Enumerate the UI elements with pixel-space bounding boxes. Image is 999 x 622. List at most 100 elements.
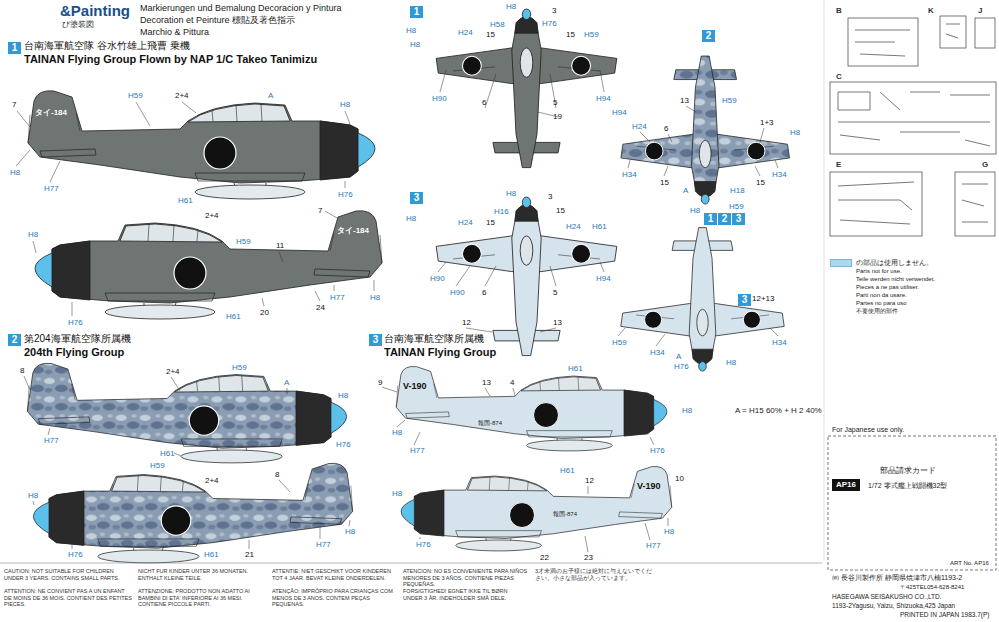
runner-letter: K (928, 6, 934, 15)
plan-view (621, 228, 784, 371)
paint-code: H76 (68, 318, 83, 327)
tail-code: V-190 (637, 481, 661, 491)
scheme-heading: TAINAN Flying Group Flown by NAP 1/C Tak… (24, 53, 317, 66)
part-number: 13 (553, 318, 562, 327)
scheme-number: 3 (735, 213, 742, 225)
part-number: 2+4 (205, 476, 219, 485)
scheme-heading: 第204海軍航空隊所属機 (24, 333, 131, 345)
paint-code: H90 (450, 288, 465, 297)
paint-code: H34 (772, 170, 787, 179)
caution-text: 3才未満のお子様には絶対に与えないでください。小さな部品が入っています。 (535, 568, 655, 581)
part-number: 12 (585, 476, 594, 485)
paint-code: H8 (406, 26, 416, 35)
plan-view (621, 56, 790, 204)
part-code-box: AP16 (832, 479, 860, 491)
paint-code: H58 (490, 20, 505, 29)
part-number: 2+4 (175, 91, 189, 100)
paint-code: H8 (340, 100, 350, 109)
side-view (33, 463, 352, 563)
paint-code: A (268, 91, 273, 100)
panel-divider (824, 0, 825, 560)
scheme-badge: 3 (738, 294, 751, 306)
paint-code: H8 (664, 527, 674, 536)
small-text: For Japanese use only. (832, 426, 904, 434)
part-number: 12 (462, 318, 471, 327)
tail-code: タイ-184 (35, 108, 67, 117)
small-text: PRINTED IN JAPAN 1983.7(P) (900, 611, 989, 618)
paint-code: A (284, 378, 289, 387)
side-view (28, 91, 375, 199)
scheme-badge: 3 (732, 213, 745, 225)
scheme-heading: 台南海軍航空隊 谷水竹雄上飛曹 乗機 (24, 40, 190, 52)
scheme-number: 1 (413, 6, 420, 18)
small-text: Parti non da usare. (856, 292, 907, 299)
paint-code: H24 (566, 222, 581, 231)
paint-code: H8 (338, 391, 348, 400)
scheme-heading: 204th Flying Group (24, 346, 124, 359)
small-text: ART No. AP16 (950, 560, 989, 567)
scheme-heading: TAINAN Flying Group (384, 346, 496, 359)
paint-code: H8 (392, 489, 402, 498)
paint-code: H34 (622, 170, 637, 179)
paint-code: H94 (596, 94, 611, 103)
paint-code: H61 (568, 364, 583, 373)
part-number: 15 (756, 178, 765, 187)
small-text: 報国-874 (478, 420, 502, 427)
plan-view (436, 197, 617, 356)
paint-code: H16 (494, 207, 509, 216)
paint-code: H18 (730, 186, 745, 195)
part-number: 15 (486, 218, 495, 227)
part-number: 11 (276, 241, 284, 250)
paint-code: A (683, 186, 688, 195)
runner-outlines (828, 16, 996, 570)
part-number: 8 (20, 366, 24, 375)
paint-code: H8 (790, 128, 800, 137)
small-text: 不要使用的部件 (856, 308, 898, 315)
paint-code: H61 (178, 196, 193, 205)
part-number: 21 (245, 550, 254, 559)
paint-code: H8 (28, 230, 38, 239)
part-number: 15 (486, 30, 495, 39)
part-number: 6 (664, 124, 668, 133)
part-number: 19 (553, 112, 562, 121)
part-number: 9 (378, 378, 382, 387)
caution-separator (0, 563, 822, 564)
side-view (27, 363, 346, 463)
part-number: 6 (482, 288, 486, 297)
paint-code: H94 (596, 274, 611, 283)
runner-letter: G (982, 160, 988, 169)
paint-code: H61 (560, 466, 575, 475)
scheme-badge: 2 (702, 30, 715, 42)
caution-text: ATTENZIONE: PRODOTTO NON ADATTO AI BAMBI… (138, 588, 266, 608)
small-text: 1/72 零式艦上戦闘機32型 (868, 482, 947, 490)
paint-code: H76 (650, 446, 665, 455)
scheme-badge: 2 (8, 334, 21, 346)
paint-code: H77 (316, 540, 331, 549)
part-number: 13 (680, 96, 689, 105)
paint-code: H8 (392, 428, 402, 437)
part-number: 24 (316, 303, 325, 312)
part-code: AP16 (836, 480, 856, 490)
caution-text: NICHT FUR KINDER UNTER 36 MONATEN. ENTHA… (138, 568, 266, 581)
paint-code: H90 (430, 274, 445, 283)
part-number: 23 (584, 553, 593, 562)
side-view (35, 211, 382, 319)
paint-code: H8 (682, 406, 692, 415)
part-number: 2+4 (205, 211, 219, 220)
scheme-badge: 1 (410, 6, 423, 18)
paint-code: H8 (10, 168, 20, 177)
small-text: 報国-874 (553, 511, 577, 518)
leader-lines (16, 70, 778, 552)
paint-code: H76 (542, 19, 557, 28)
small-text: 〒425TEL054-628-8241 (900, 584, 964, 591)
paint-code: H59 (150, 461, 165, 470)
paint-code: H8 (406, 214, 416, 223)
paint-code: A (676, 352, 681, 361)
paint-code: H59 (584, 30, 599, 39)
paint-code: H76 (338, 190, 353, 199)
sheet-heading: &Painting (60, 2, 130, 19)
part-number: 15 (660, 178, 669, 187)
legend-text: の部品は使用しません。 (856, 259, 933, 266)
tail-code: タイ-184 (337, 226, 369, 235)
